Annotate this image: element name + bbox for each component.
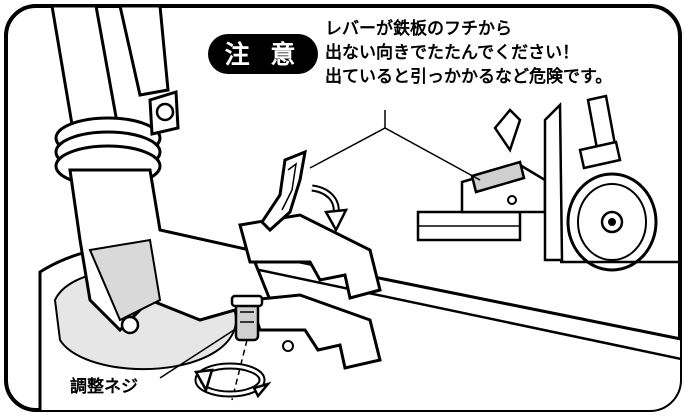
- adjust-screw-label: 調整ネジ: [70, 376, 138, 397]
- hinge-hole: [282, 340, 294, 352]
- illustration: [38, 6, 680, 410]
- steering-tube-right: [118, 6, 170, 97]
- detail-inset: [416, 94, 680, 272]
- deck-plate-edge: [249, 266, 680, 362]
- fork-body-shade: [88, 238, 162, 322]
- adjust-screw-leader: [159, 329, 235, 379]
- caution-leader: [309, 110, 481, 181]
- hinge-plate-upper: [238, 213, 382, 300]
- caution-badge: 注 意: [208, 34, 318, 74]
- caution-line-3: 出ていると引っかかるなど危険です。: [325, 66, 612, 87]
- caution-line-1: レバーが鉄板のフチから: [325, 18, 512, 39]
- caution-badge-label: 注 意: [225, 40, 302, 69]
- hinge-plate-lower: [247, 293, 382, 370]
- caution-line-2: 出ない向きでたたんでください！: [325, 42, 579, 63]
- screw-rotation-arrow: [194, 362, 272, 399]
- detail-lever: [470, 160, 526, 194]
- caution-note: レバーが鉄板のフチから 出ない向きでたたんでください！ 出ていると引っかかるなど…: [325, 18, 612, 87]
- fork-bolt: [120, 315, 140, 335]
